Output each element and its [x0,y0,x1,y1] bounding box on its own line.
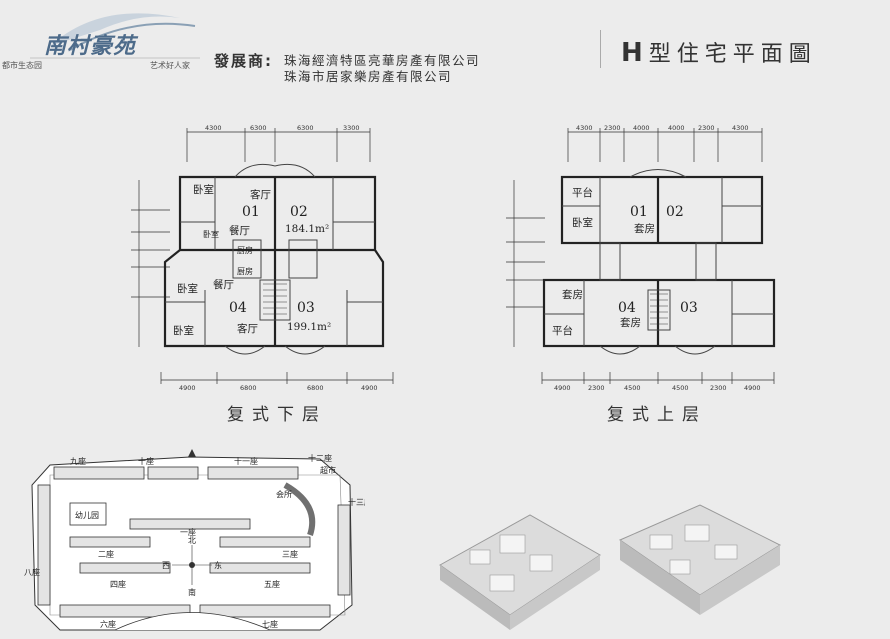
site-label-8: 八座 [24,567,40,577]
site-label-2: 二座 [98,549,114,559]
lower-bottom-dim-3: 6800 [307,384,324,392]
entrance-arrow-icon [188,449,196,457]
site-label-1: 一座 [180,527,196,537]
site-label-4: 四座 [110,579,126,589]
lower-unit-04: 04 [229,300,247,316]
lower-top-dim-1: 4300 [205,124,222,132]
upper-unit-02: 02 [666,204,684,220]
lower-bedroom-4: 卧室 [173,324,194,337]
site-label-9: 九座 [70,456,86,466]
logo-text: 南村豪苑 [44,33,137,59]
lower-kitchen-2: 厨房 [237,266,253,276]
site-label-10: 十座 [138,456,154,466]
upper-top-dim-2: 2300 [604,124,621,132]
lower-unit-03: 03 [297,300,315,316]
lower-bottom-dim-2: 6800 [240,384,257,392]
lower-dining-1: 餐厅 [229,224,250,237]
lower-top-dim-2: 6300 [250,124,267,132]
upper-suite-2: 套房 [562,288,583,301]
lower-living-2: 客厅 [237,322,258,335]
site-label-clubhouse: 会所 [276,489,292,499]
slogan-right: 艺术好人家 [150,61,190,70]
caption-lower: 复式下层 [227,405,327,425]
lower-bedroom-1: 卧室 [193,183,214,196]
upper-unit-03: 03 [680,300,698,316]
upper-top-dim-4: 4000 [668,124,685,132]
lower-bedroom-2: 卧室 [203,229,219,239]
upper-bedroom-1: 卧室 [572,216,593,229]
slogan-left: 都市生态园 [2,61,42,70]
compass-north: 北 [188,536,196,545]
upper-suite-3: 套房 [620,316,641,329]
plan-lower-floor: 4300 6300 6300 3300 4900 6800 6800 4900 … [131,124,394,392]
upper-terrace-1: 平台 [572,186,593,199]
upper-bottom-dim-1: 4900 [554,384,571,392]
render-lower-3d [439,514,601,630]
lower-area-02: 184.1m² [285,223,329,235]
upper-bottom-dim-5: 2300 [710,384,727,392]
compass-west: 西 [162,561,170,570]
upper-bottom-dim-3: 4500 [624,384,641,392]
developer-label: 發展商: [214,52,273,70]
developer-name-1: 珠海經濟特區亮華房產有限公司 [284,53,481,68]
site-label-5: 五座 [264,579,280,589]
upper-unit-01: 01 [630,204,648,220]
lower-kitchen-1: 厨房 [237,245,253,255]
compass-south: 南 [188,587,196,597]
site-label-13: 十三座 [348,497,365,507]
site-label-3: 三座 [282,549,298,559]
lower-unit-01: 01 [242,204,260,220]
lower-top-dim-3: 6300 [297,124,314,132]
lower-living-1: 客厅 [250,188,271,201]
upper-top-dim-3: 4000 [633,124,650,132]
developer-name-2: 珠海市居家樂房產有限公司 [284,69,453,84]
upper-top-dim-5: 2300 [698,124,715,132]
page-title: H型住宅平面圖 [600,30,873,68]
upper-top-dim-6: 4300 [732,124,749,132]
upper-bottom-dim-6: 4900 [744,384,761,392]
lower-top-dim-4: 3300 [343,124,360,132]
lower-bottom-dim-4: 4900 [361,384,378,392]
title-text: 型住宅平面圖 [648,42,817,67]
caption-upper: 复式上层 [607,405,707,425]
site-label-supermarket: 超市 [320,465,336,475]
brand-logo: 南村豪苑 都市生态园 艺术好人家 [2,6,200,72]
upper-bottom-dim-4: 4500 [672,384,689,392]
render-upper-3d [618,504,782,615]
site-label-11: 十一座 [234,456,258,466]
title-letter: H [621,38,649,68]
site-label-kindergarten: 幼儿园 [75,510,99,520]
upper-suite-1: 套房 [634,222,655,235]
site-plan: 九座 十座 十一座 十二座 超市 会所 幼儿园 一座 二座 三座 四座 五座 六… [24,449,365,631]
upper-unit-04: 04 [618,300,636,316]
site-label-6: 六座 [100,619,116,629]
lower-area-03: 199.1m² [287,321,331,333]
compass-east: 东 [214,560,222,570]
site-label-12: 十二座 [308,453,332,463]
logo-swoosh-icon [30,13,200,59]
upper-terrace-2: 平台 [552,324,573,337]
plan-upper-floor: 4300 2300 4000 4000 2300 4300 4900 2300 … [506,124,776,392]
lower-bedroom-3: 卧室 [177,282,198,295]
site-label-7: 七座 [262,619,278,629]
lower-unit-02: 02 [290,204,308,220]
upper-bottom-dim-2: 2300 [588,384,605,392]
lower-bottom-dim-1: 4900 [179,384,196,392]
upper-top-dim-1: 4300 [576,124,593,132]
lower-dining-2: 餐厅 [213,278,234,291]
